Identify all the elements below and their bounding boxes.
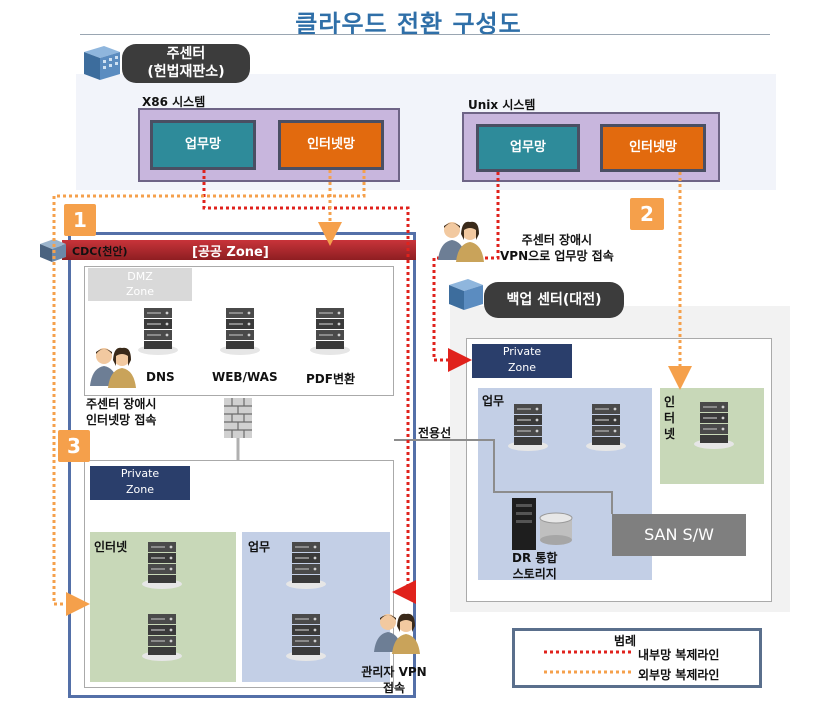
san-switch: SAN S/W <box>612 514 746 556</box>
backup-internet-char-2: 터 <box>664 411 676 425</box>
main-center-location: (헌법재판소) <box>147 64 225 80</box>
backup-internet-char-1: 인 <box>664 395 676 409</box>
legend-box <box>512 628 762 688</box>
dns-server-label: DNS <box>146 370 175 384</box>
legend-title: 범례 <box>614 634 637 648</box>
vpn-note-line2: VPN으로 업무망 접속 <box>500 249 614 263</box>
unix-internet-network: 인터넷망 <box>600 124 706 172</box>
cdc-private-line1: Private <box>120 467 160 480</box>
internal-line-2 <box>432 172 500 372</box>
cdc-outer-frame <box>68 232 416 698</box>
web-was-server-label: WEB/WAS <box>212 370 278 384</box>
cdc-business-label: 업무 <box>248 540 271 554</box>
x86-internet-network: 인터넷망 <box>278 120 384 170</box>
backup-building-icon <box>446 276 486 312</box>
unix-business-network: 업무망 <box>476 124 580 172</box>
vpn-note-line1: 주센터 장애시 <box>521 233 593 247</box>
legend-external-label: 외부망 복제라인 <box>638 668 720 682</box>
badge-3: 3 <box>58 430 90 462</box>
pdf-server-label: PDF변환 <box>306 372 356 386</box>
dedicated-line-label: 전용선 <box>418 426 452 440</box>
cdc-private-zone-tag: Private Zone <box>90 466 190 500</box>
dr-storage-icon <box>510 496 580 552</box>
badge-2: 2 <box>630 198 664 230</box>
backup-center-label: 백업 센터(대전) <box>484 282 624 318</box>
cdc-user-note: 주센터 장애시 인터넷망 접속 <box>86 396 156 428</box>
firewall-icon <box>218 398 258 438</box>
x86-business-network: 업무망 <box>150 120 256 170</box>
cdc-label: CDC(천안) <box>72 245 128 258</box>
cdc-internet-label: 인터넷 <box>94 540 128 554</box>
dmz-tag-line2: Zone <box>125 285 154 298</box>
main-center-label: 주센터 (헌법재판소) <box>122 44 250 83</box>
backup-private-line1: Private <box>502 345 542 358</box>
backup-internet-char-3: 넷 <box>664 427 676 441</box>
legend-internal-label: 내부망 복제라인 <box>638 648 720 662</box>
backup-business-label: 업무 <box>482 394 505 408</box>
admin-vpn-note: 관리자 VPN 접속 <box>338 664 450 696</box>
building-icon <box>80 42 124 82</box>
admin-vpn-line2: 접속 <box>382 681 406 695</box>
x86-system-label: X86 시스템 <box>142 95 206 109</box>
badge-1: 1 <box>64 204 96 236</box>
unix-system-label: Unix 시스템 <box>468 98 536 112</box>
cdc-user-note-line2: 인터넷망 접속 <box>86 413 157 427</box>
dedicated-line <box>394 439 613 514</box>
main-center-name: 주센터 <box>166 46 206 62</box>
backup-private-zone-tag: Private Zone <box>472 344 572 378</box>
dmz-tag-line1: DMZ <box>127 270 153 283</box>
dr-storage-line1: DR 통합 <box>512 551 558 565</box>
admin-vpn-line1: 관리자 VPN <box>361 665 427 679</box>
external-line-2 <box>52 170 366 616</box>
backup-private-line2: Zone <box>507 361 536 374</box>
dr-storage-label: DR 통합 스토리지 <box>512 550 557 582</box>
public-zone-label: [공공 Zone] <box>192 245 269 260</box>
dr-storage-line2: 스토리지 <box>512 567 557 581</box>
title-divider <box>80 34 770 35</box>
backup-internet-label: 인 터 넷 <box>664 394 675 442</box>
vpn-note: 주센터 장애시 VPN으로 업무망 접속 <box>500 232 614 264</box>
cdc-user-note-line1: 주센터 장애시 <box>86 397 157 411</box>
cdc-private-line2: Zone <box>125 483 154 496</box>
dmz-zone-tag: DMZ Zone <box>88 268 192 301</box>
page-title: 클라우드 전환 구성도 <box>295 10 522 38</box>
